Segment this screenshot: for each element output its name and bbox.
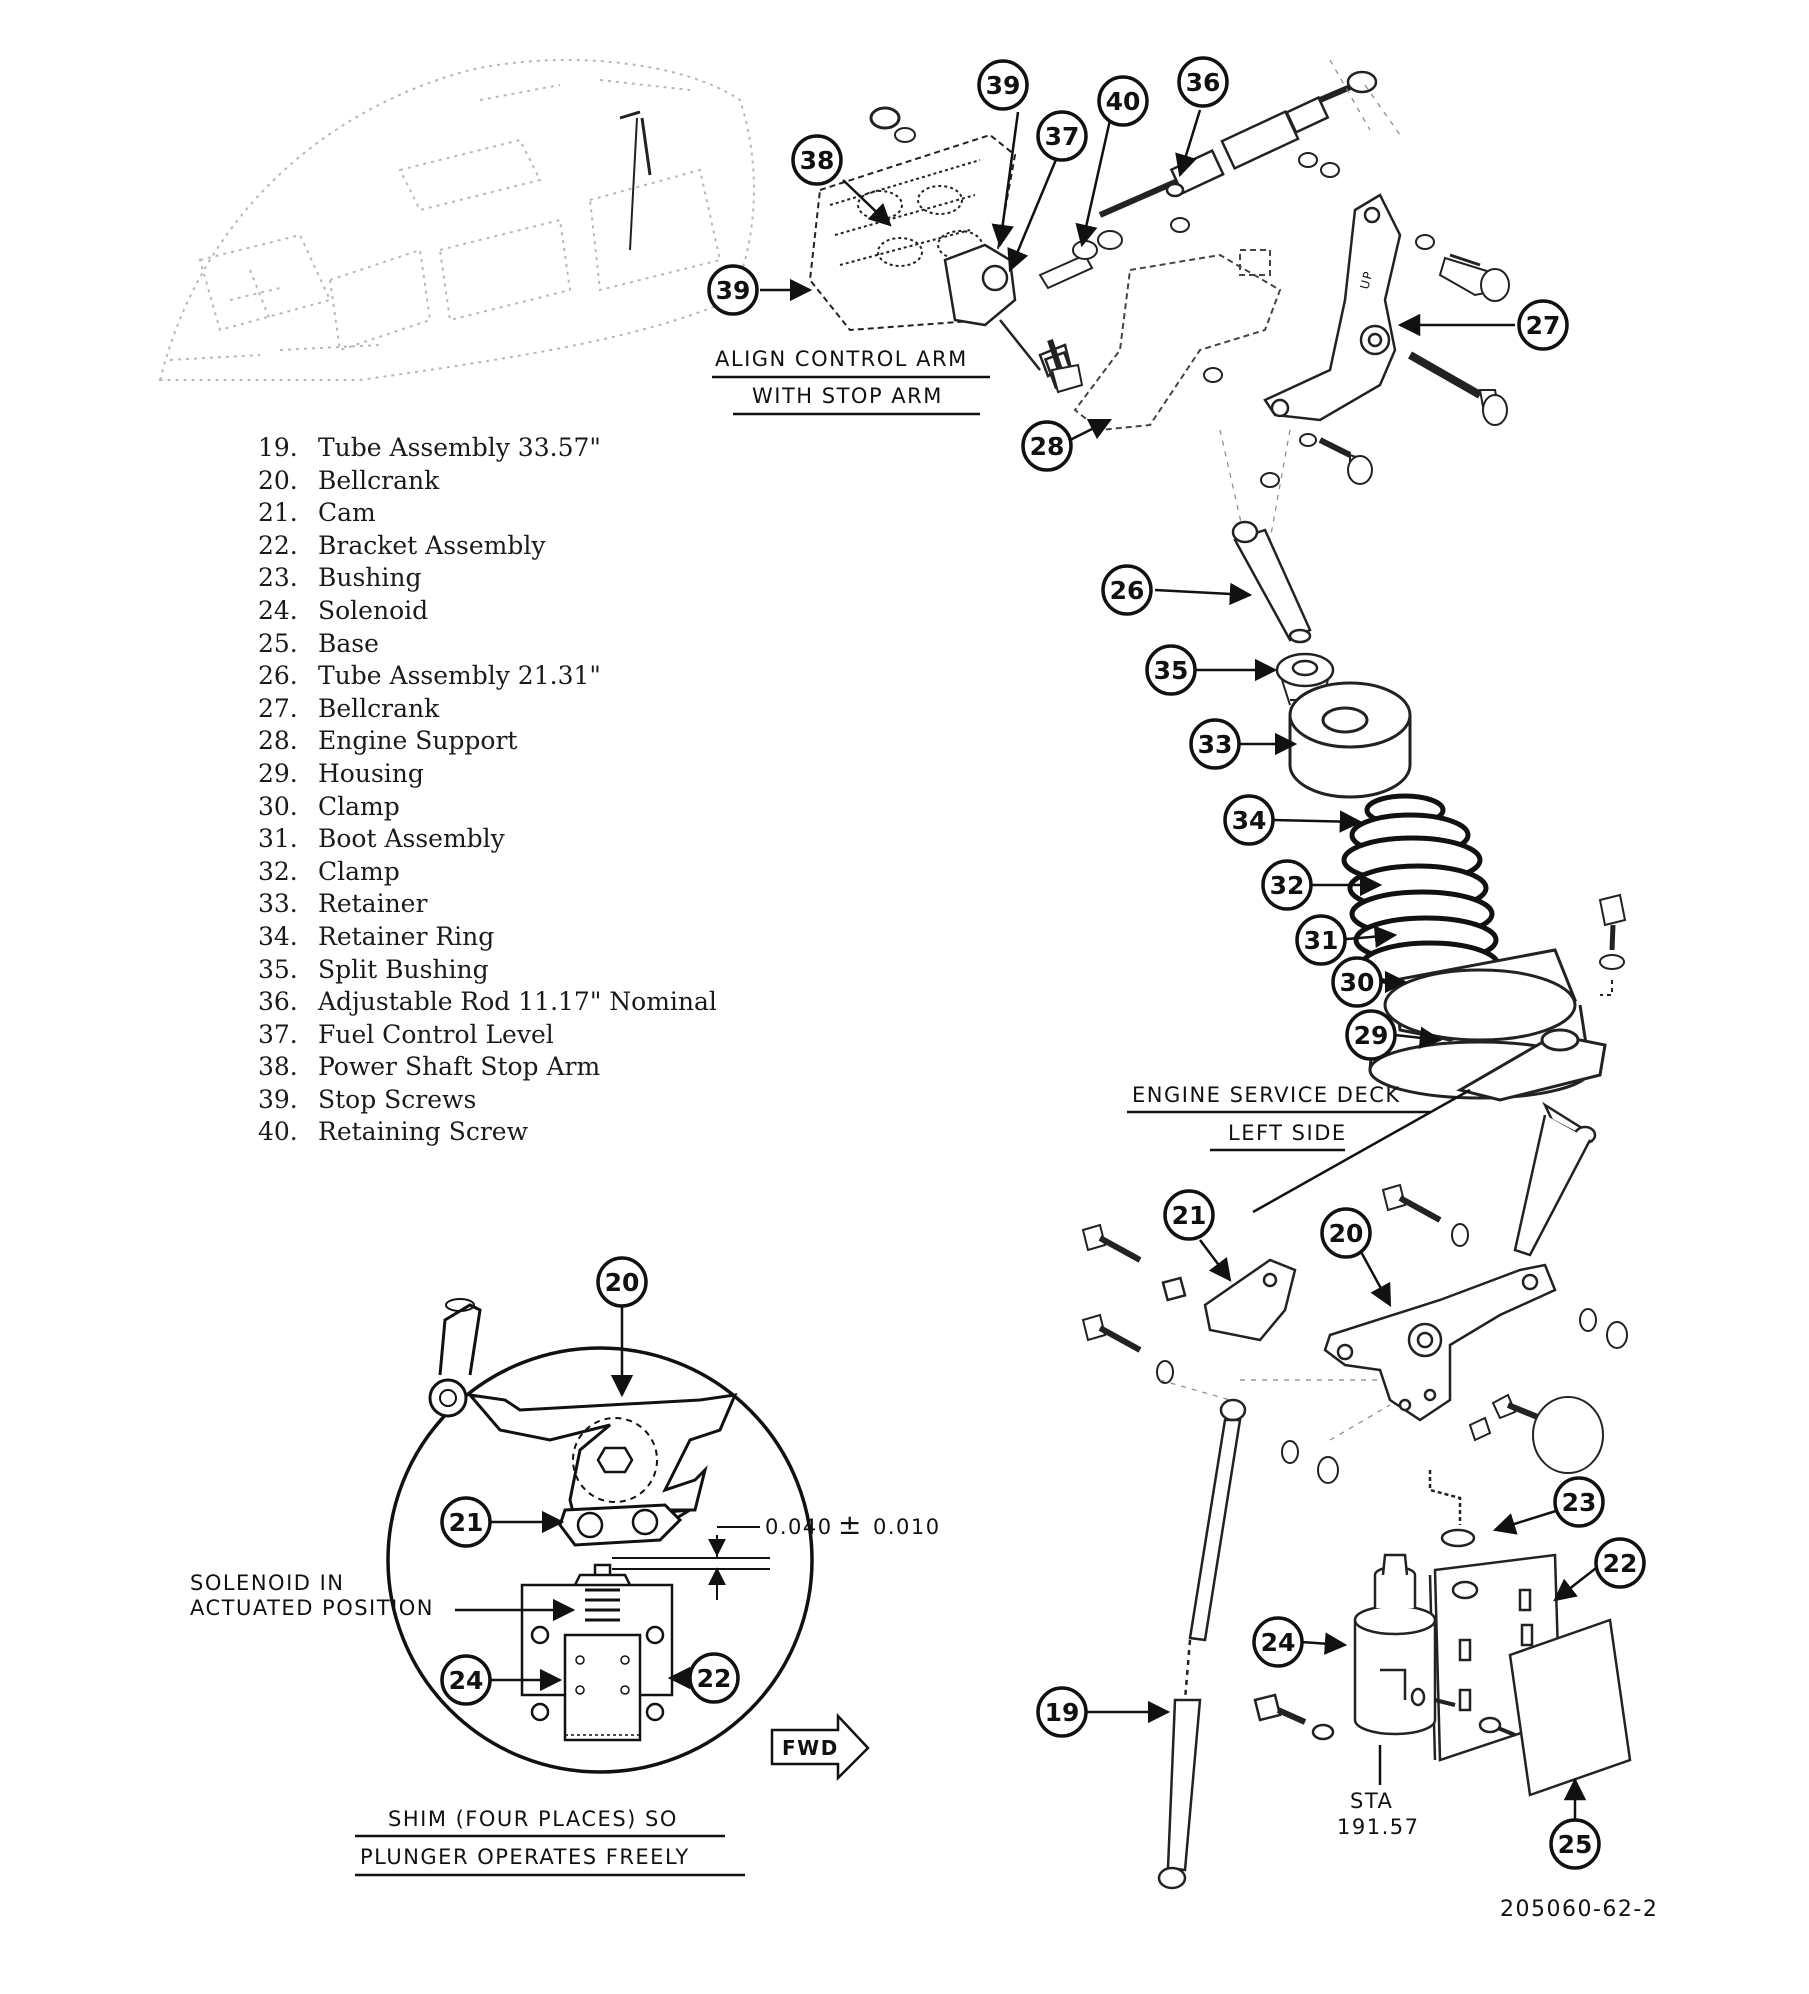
bushing — [1428, 1470, 1476, 1548]
shim-note-line1: SHIM (FOUR PLACES) SO — [388, 1807, 678, 1831]
detail-view — [386, 1298, 814, 1774]
parts-list-item: 28.Engine Support — [258, 726, 518, 756]
parts-list-item: 20.Bellcrank — [258, 465, 440, 495]
housing — [1368, 948, 1607, 1102]
detail-callout-20: 20 — [605, 1268, 640, 1297]
callout-32: 32 — [1270, 871, 1305, 900]
parts-list-item: 30.Clamp — [258, 791, 400, 821]
lower-hardware — [1081, 1183, 1628, 1484]
parts-list-item: 36.Adjustable Rod 11.17" Nominal — [258, 987, 717, 1017]
callouts — [440, 56, 1646, 1870]
boot-and-spring — [1341, 793, 1501, 990]
parts-list-item: 37.Fuel Control Level — [258, 1019, 554, 1049]
clearance-value: 0.040 — [765, 1515, 833, 1539]
deck-note-line1: ENGINE SERVICE DECK — [1132, 1083, 1401, 1107]
parts-list: 19.Tube Assembly 33.57" 20.Bellcrank 21.… — [258, 432, 717, 1149]
note-underlines — [355, 375, 1430, 1877]
upper-hardware — [1047, 152, 1510, 488]
parts-list-item: 25.Base — [258, 628, 379, 658]
lower-link-lines — [1159, 1379, 1391, 1441]
callout-31: 31 — [1304, 926, 1339, 955]
callout-34: 34 — [1232, 806, 1267, 835]
callout-36: 36 — [1186, 68, 1221, 97]
cam-part — [1161, 1258, 1297, 1342]
callout-29: 29 — [1354, 1021, 1389, 1050]
parts-list-item: 24.Solenoid — [258, 595, 429, 625]
sta-value: 191.57 — [1337, 1815, 1419, 1839]
callout-39-top: 39 — [986, 71, 1021, 100]
callout-22: 22 — [1603, 1549, 1638, 1578]
assembly-link-lines — [1219, 59, 1401, 541]
adjustable-rod — [1098, 70, 1378, 218]
callout-39-left: 39 — [716, 276, 751, 305]
callout-26: 26 — [1110, 576, 1145, 605]
parts-list-item: 32.Clamp — [258, 856, 400, 886]
engine-support — [1073, 249, 1282, 432]
parts-list-item: 22.Bracket Assembly — [258, 530, 546, 560]
callout-20: 20 — [1329, 1219, 1364, 1248]
solenoid-note-line1: SOLENOID IN — [190, 1571, 345, 1595]
housing-bolt — [1598, 893, 1627, 996]
callout-33: 33 — [1198, 730, 1233, 759]
leader-lines — [455, 109, 1601, 1820]
parts-list-item: 34.Retainer Ring — [258, 921, 495, 951]
parts-list-item: 33.Retainer — [258, 889, 428, 919]
parts-list-item: 38.Power Shaft Stop Arm — [258, 1052, 601, 1082]
helicopter-location-sketch — [158, 59, 755, 381]
upper-bellcrank — [1263, 193, 1402, 422]
detail-callout-24: 24 — [449, 1666, 484, 1695]
parts-list-item: 23.Bushing — [258, 563, 422, 593]
detail-callout-22: 22 — [697, 1664, 732, 1693]
sta-label: STA — [1350, 1789, 1393, 1813]
fwd-label: FWD — [782, 1736, 839, 1760]
callout-38: 38 — [800, 146, 835, 175]
sketch-pointer — [619, 110, 652, 251]
parts-list-item: 39.Stop Screws — [258, 1084, 477, 1114]
fwd-indicator — [770, 1712, 870, 1782]
base-plate — [1478, 1618, 1632, 1797]
callout-24: 24 — [1261, 1628, 1296, 1657]
parts-list-item: 40.Retaining Screw — [258, 1117, 528, 1147]
clearance-plus-minus: ± — [838, 1508, 863, 1541]
solenoid — [1253, 1553, 1456, 1741]
parts-list-item: 19.Tube Assembly 33.57" — [258, 433, 601, 462]
parts-list-item: 26.Tube Assembly 21.31" — [258, 661, 601, 691]
up-mark: UP — [1357, 269, 1375, 291]
callout-40: 40 — [1106, 87, 1141, 116]
deck-note-line2: LEFT SIDE — [1228, 1121, 1347, 1145]
lower-bellcrank — [1323, 1263, 1557, 1422]
parts-list-item: 31.Boot Assembly — [258, 824, 505, 854]
parts-list-item: 21.Cam — [258, 498, 376, 528]
parts-list-item: 35.Split Bushing — [258, 954, 489, 984]
retaining-screw — [1038, 230, 1123, 290]
tube-assembly-19 — [1157, 1398, 1247, 1890]
callout-35: 35 — [1154, 656, 1189, 685]
callout-30: 30 — [1340, 968, 1375, 997]
figure-id: 205060-62-2 — [1500, 1897, 1658, 1922]
tube-assembly-26 — [1231, 520, 1312, 644]
parts-list-item: 29.Housing — [258, 758, 424, 788]
callout-21: 21 — [1172, 1201, 1207, 1230]
callout-27: 27 — [1526, 311, 1561, 340]
callout-37: 37 — [1045, 122, 1080, 151]
retainer — [1288, 681, 1412, 799]
callout-19: 19 — [1045, 1698, 1080, 1727]
shim-note-line2: PLUNGER OPERATES FREELY — [360, 1845, 690, 1869]
callout-28: 28 — [1030, 432, 1065, 461]
clearance-tolerance: 0.010 — [873, 1515, 941, 1539]
lower-linkage — [1513, 1101, 1597, 1257]
callout-25: 25 — [1558, 1830, 1593, 1859]
parts-list-item: 27.Bellcrank — [258, 693, 440, 723]
solenoid-note-line2: ACTUATED POSITION — [190, 1596, 434, 1620]
detail-callout-21: 21 — [449, 1508, 484, 1537]
align-note-line2: WITH STOP ARM — [752, 384, 943, 408]
callout-23: 23 — [1562, 1488, 1597, 1517]
align-note-line1: ALIGN CONTROL ARM — [715, 347, 968, 371]
